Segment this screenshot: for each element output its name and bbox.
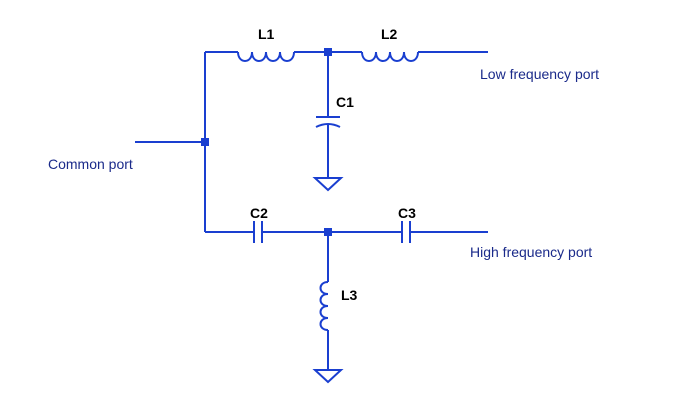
label-C2: C2 [250, 205, 268, 221]
ground-icon [312, 177, 344, 192]
inductor-L3 [319, 281, 329, 331]
junction-dot [324, 48, 332, 56]
inductor-L1 [237, 51, 295, 62]
inductor-L2 [361, 51, 419, 62]
ground-icon [312, 369, 344, 384]
label-L1: L1 [258, 26, 275, 42]
label-C1: C1 [336, 94, 354, 110]
junction-dot [201, 138, 209, 146]
common-port-label: Common port [48, 156, 133, 172]
label-L3: L3 [341, 287, 358, 303]
junction-dot [324, 228, 332, 236]
low-frequency-port-label: Low frequency port [480, 66, 599, 82]
label-C3: C3 [398, 205, 416, 221]
label-L2: L2 [381, 26, 398, 42]
high-frequency-port-label: High frequency port [470, 244, 592, 260]
